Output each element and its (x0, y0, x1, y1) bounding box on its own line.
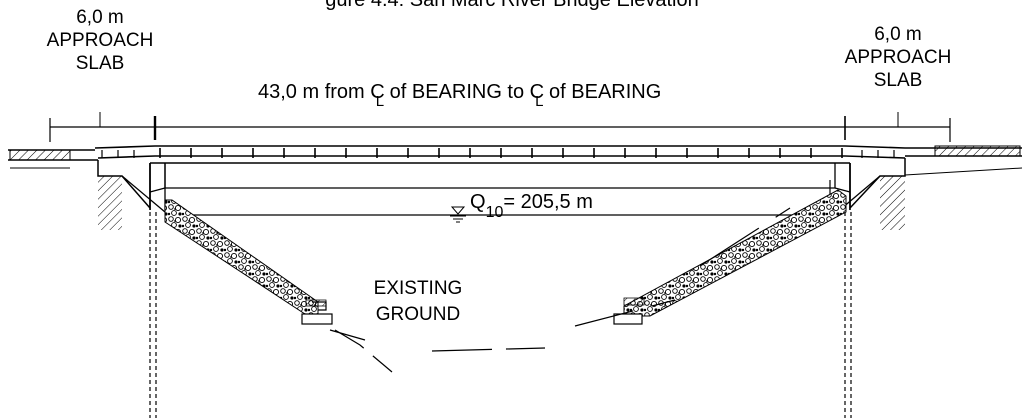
left-pile (149, 212, 157, 418)
centerline-symbol-2: C (530, 81, 544, 103)
flood-sub: 10 (486, 204, 504, 221)
left-abutment (97, 160, 166, 230)
centerline-symbol-1: C (370, 81, 384, 103)
bridge-deck (94, 145, 906, 164)
flood-level-label: Q10= 205,5 m (470, 191, 593, 221)
left-road-railing (9, 149, 71, 161)
right-road-railing (934, 145, 1021, 157)
flood-q: Q (470, 191, 486, 213)
flood-value: = 205,5 m (503, 191, 593, 213)
dimension-line (49, 112, 951, 142)
right-road-ground (904, 145, 1023, 176)
right-pile (844, 212, 852, 418)
span-suffix: of BEARING (543, 81, 661, 103)
right-slab-name-line1: APPROACH (845, 47, 952, 68)
flood-level-line: Q10= 205,5 m (165, 191, 835, 223)
right-slab-name-line2: SLAB (874, 70, 923, 91)
span-mid: of BEARING to (384, 81, 530, 103)
left-riprap-slope (164, 199, 333, 325)
right-approach-slab-label: 6,0 m APPROACH SLAB (845, 24, 952, 91)
left-slab-name-line2: SLAB (76, 53, 125, 74)
figure-caption: gure 4.4: San Marc River Bridge Elevatio… (325, 0, 699, 11)
water-level-icon (450, 206, 466, 223)
left-toe-block (301, 313, 333, 325)
left-approach-slab-label: 6,0 m APPROACH SLAB (47, 7, 154, 74)
existing-ground-line2: GROUND (376, 304, 460, 325)
right-toe-block (613, 313, 643, 325)
left-slab-length: 6,0 m (76, 7, 124, 28)
right-riprap-slope (613, 189, 847, 325)
deck-railing-posts (101, 148, 895, 158)
right-slab-length: 6,0 m (874, 24, 922, 45)
span-length-label: 43,0 m from CL of BEARING to CL of BEARI… (258, 81, 661, 110)
span-prefix: 43,0 m from (258, 81, 370, 103)
bridge-girder (149, 163, 851, 200)
right-abutment (834, 158, 906, 230)
left-slab-name-line1: APPROACH (47, 30, 154, 51)
existing-ground-line1: EXISTING (374, 278, 463, 299)
existing-ground-profile (329, 207, 791, 373)
centerline-sub-1: L (376, 93, 384, 110)
left-road-ground (8, 149, 98, 169)
centerline-sub-2: L (535, 93, 543, 110)
